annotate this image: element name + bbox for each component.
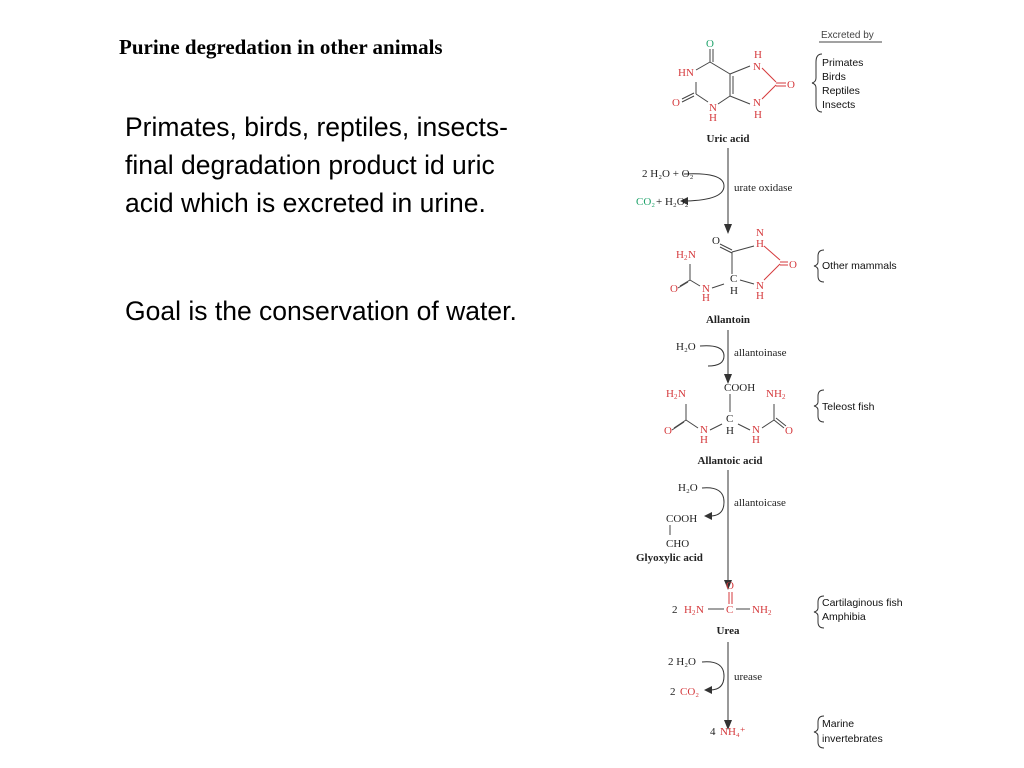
svg-text:O: O	[785, 425, 793, 437]
svg-text:H: H	[700, 434, 708, 446]
ammonium: NH₄⁺	[720, 726, 746, 738]
svg-text:Primates: Primates	[822, 57, 863, 69]
svg-text:C: C	[726, 413, 733, 425]
svg-text:N: N	[709, 102, 717, 114]
slide-title: Purine degredation in other animals	[119, 35, 443, 59]
svg-text:Birds: Birds	[822, 71, 846, 83]
svg-text:invertebrates: invertebrates	[822, 733, 883, 745]
step1-co2: CO₂	[636, 196, 655, 208]
step2-water: H₂O	[676, 341, 696, 353]
svg-text:H: H	[730, 285, 738, 297]
step3-water: H₂O	[678, 482, 698, 494]
svg-text:O: O	[726, 580, 734, 592]
svg-text:O: O	[664, 425, 672, 437]
excretor-list-urea: Cartilaginous fish Amphibia	[822, 597, 903, 623]
body-paragraph-2: Goal is the conservation of water.	[125, 296, 517, 326]
svg-text:O: O	[706, 38, 714, 50]
svg-text:Cartilaginous fish: Cartilaginous fish	[822, 597, 903, 609]
svg-text:O: O	[672, 97, 680, 109]
svg-text:O: O	[789, 259, 797, 271]
ammonium-coeff: 4	[710, 726, 716, 738]
svg-text:C: C	[730, 273, 737, 285]
svg-text:2: 2	[768, 609, 772, 617]
svg-text:H: H	[666, 388, 674, 400]
excretor-list-ammonia: Marine invertebrates	[822, 718, 883, 745]
excreted-by-header: Excreted by	[821, 30, 874, 41]
svg-text:H: H	[754, 109, 762, 121]
excretor-other-mammals: Other mammals	[822, 260, 897, 272]
svg-text:N: N	[756, 227, 764, 239]
enzyme-allantoicase: allantoicase	[734, 497, 786, 509]
svg-text:O: O	[670, 283, 678, 295]
body-paragraph-1: Primates, birds, reptiles, insects-final…	[125, 112, 508, 218]
excretor-teleost-fish: Teleost fish	[822, 401, 875, 413]
uric-acid-structure: O HN O N H H N O N H	[672, 38, 795, 124]
glyoxylic-cho: CHO	[666, 538, 689, 550]
svg-text:2: 2	[672, 604, 678, 616]
svg-text:N: N	[696, 604, 704, 616]
enzyme-allantoinase: allantoinase	[734, 347, 787, 359]
svg-text:N: N	[700, 424, 708, 436]
svg-text:H: H	[676, 249, 684, 261]
svg-text:HN: HN	[678, 67, 694, 79]
svg-text:N: N	[753, 97, 761, 109]
svg-text:C: C	[726, 604, 733, 616]
step4-co2: CO₂	[680, 686, 699, 698]
svg-text:N: N	[702, 283, 710, 295]
urea-label: Urea	[716, 625, 740, 637]
svg-text:O: O	[712, 235, 720, 247]
svg-text:2: 2	[692, 609, 696, 617]
svg-text:H: H	[752, 434, 760, 446]
svg-text:2: 2	[684, 254, 688, 262]
svg-text:H: H	[709, 112, 717, 124]
svg-text:Reptiles: Reptiles	[822, 85, 860, 97]
svg-text:NH: NH	[766, 388, 782, 400]
svg-text:2: 2	[782, 393, 786, 401]
svg-text:N: N	[756, 280, 764, 292]
svg-text:NH: NH	[752, 604, 768, 616]
svg-text:H: H	[756, 290, 764, 302]
svg-text:COOH: COOH	[724, 382, 755, 394]
step4-coeff: 2	[670, 686, 676, 698]
svg-text:H: H	[756, 238, 764, 250]
svg-text:O: O	[787, 79, 795, 91]
allantoic-acid-label: Allantoic acid	[697, 455, 762, 467]
svg-text:H: H	[684, 604, 692, 616]
svg-text:N: N	[752, 424, 760, 436]
enzyme-urate-oxidase: urate oxidase	[734, 182, 792, 194]
svg-text:H: H	[754, 49, 762, 61]
glyoxylic-acid-label: Glyoxylic acid	[636, 552, 703, 564]
svg-text:N: N	[678, 388, 686, 400]
enzyme-urease: urease	[734, 671, 762, 683]
svg-text:2: 2	[674, 393, 678, 401]
allantoin-label: Allantoin	[706, 314, 750, 326]
svg-text:Insects: Insects	[822, 99, 855, 111]
step1-h2o2: + H₂O₂	[656, 196, 689, 208]
svg-text:Amphibia: Amphibia	[822, 611, 866, 623]
svg-text:H: H	[702, 292, 710, 304]
svg-text:H: H	[726, 425, 734, 437]
svg-text:N: N	[688, 249, 696, 261]
purine-degradation-pathway-diagram: Excreted by O HN O N H H N O N H Uric ac…	[636, 30, 903, 749]
step1-reactants: 2 H₂O + O₂	[642, 168, 694, 180]
step4-water: 2 H₂O	[668, 656, 696, 668]
glyoxylic-cooh: COOH	[666, 513, 697, 525]
svg-text:N: N	[753, 61, 761, 73]
excretor-list-uric-acid: Primates Birds Reptiles Insects	[822, 57, 863, 111]
svg-text:Marine: Marine	[822, 718, 854, 730]
uric-acid-label: Uric acid	[706, 133, 749, 145]
